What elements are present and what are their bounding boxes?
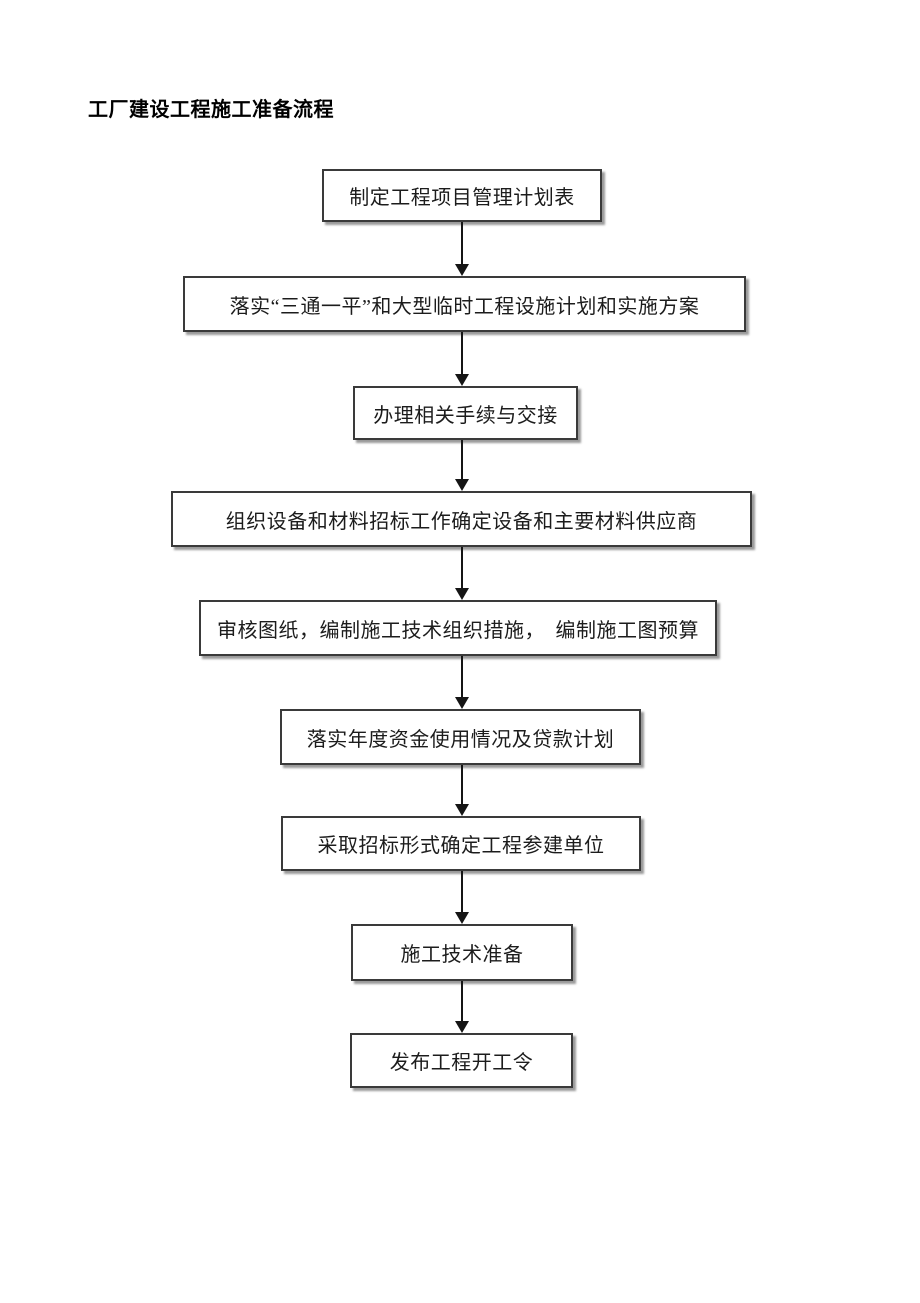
arrow-line <box>461 222 463 266</box>
page-title: 工厂建设工程施工准备流程 <box>88 99 334 121</box>
arrow-line <box>461 440 463 481</box>
arrow-head <box>455 912 469 924</box>
arrow-line <box>461 981 463 1023</box>
arrow-down-icon <box>455 871 469 924</box>
arrow-head <box>455 264 469 276</box>
arrow-line <box>461 547 463 590</box>
arrow-down-icon <box>455 440 469 491</box>
flow-step-implement-three-connections-one-leveling: 落实“三通一平”和大型临时工程设施计划和实施方案 <box>183 276 746 332</box>
arrow-head <box>455 804 469 816</box>
arrow-head <box>455 697 469 709</box>
arrow-down-icon <box>455 332 469 386</box>
flow-step-issue-commencement-order: 发布工程开工令 <box>350 1033 573 1088</box>
arrow-line <box>461 765 463 806</box>
arrow-down-icon <box>455 547 469 600</box>
flow-step-implement-annual-funds-loan-plan: 落实年度资金使用情况及贷款计划 <box>280 709 641 765</box>
arrow-line <box>461 871 463 914</box>
flow-step-construction-technical-preparation: 施工技术准备 <box>351 924 573 981</box>
arrow-down-icon <box>455 656 469 709</box>
arrow-head <box>455 374 469 386</box>
flow-step-handle-procedures-handover: 办理相关手续与交接 <box>353 386 578 440</box>
arrow-line <box>461 332 463 376</box>
flow-step-determine-participating-units-by-bidding: 采取招标形式确定工程参建单位 <box>281 816 641 871</box>
arrow-head <box>455 479 469 491</box>
arrow-head <box>455 588 469 600</box>
arrow-line <box>461 656 463 699</box>
flow-step-make-project-management-plan: 制定工程项目管理计划表 <box>322 169 602 222</box>
arrow-down-icon <box>455 222 469 276</box>
flow-step-organize-equipment-material-bidding: 组织设备和材料招标工作确定设备和主要材料供应商 <box>171 491 752 547</box>
arrow-head <box>455 1021 469 1033</box>
arrow-down-icon <box>455 981 469 1033</box>
arrow-down-icon <box>455 765 469 816</box>
flow-step-review-drawings-compile-budget: 审核图纸，编制施工技术组织措施， 编制施工图预算 <box>199 600 717 656</box>
